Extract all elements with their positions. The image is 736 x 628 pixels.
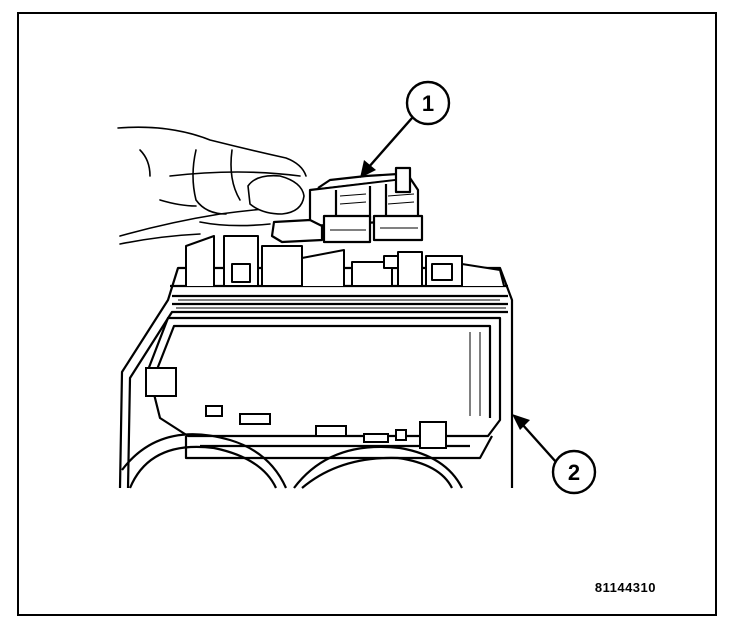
callout-1-leader	[367, 117, 413, 169]
callout-2-leader	[521, 423, 557, 463]
callout-2-label: 2	[568, 460, 580, 485]
callout-2: 2	[512, 414, 597, 495]
callout-1-label: 1	[422, 91, 434, 116]
callout-2-circle	[551, 449, 597, 495]
bezel-shading	[176, 299, 506, 416]
callout-1: 1	[360, 80, 451, 178]
hand	[117, 126, 307, 245]
connector-housing	[185, 235, 505, 287]
callout-1-circle	[405, 80, 451, 126]
cluster-bezel	[118, 266, 514, 489]
figure-frame	[17, 12, 717, 616]
callout-2-arrowhead	[512, 414, 530, 430]
bezel-tabs	[145, 367, 447, 449]
switch-module-shading	[330, 193, 418, 231]
figure-id: 81144310	[594, 580, 656, 595]
callout-1-arrowhead	[360, 160, 376, 178]
